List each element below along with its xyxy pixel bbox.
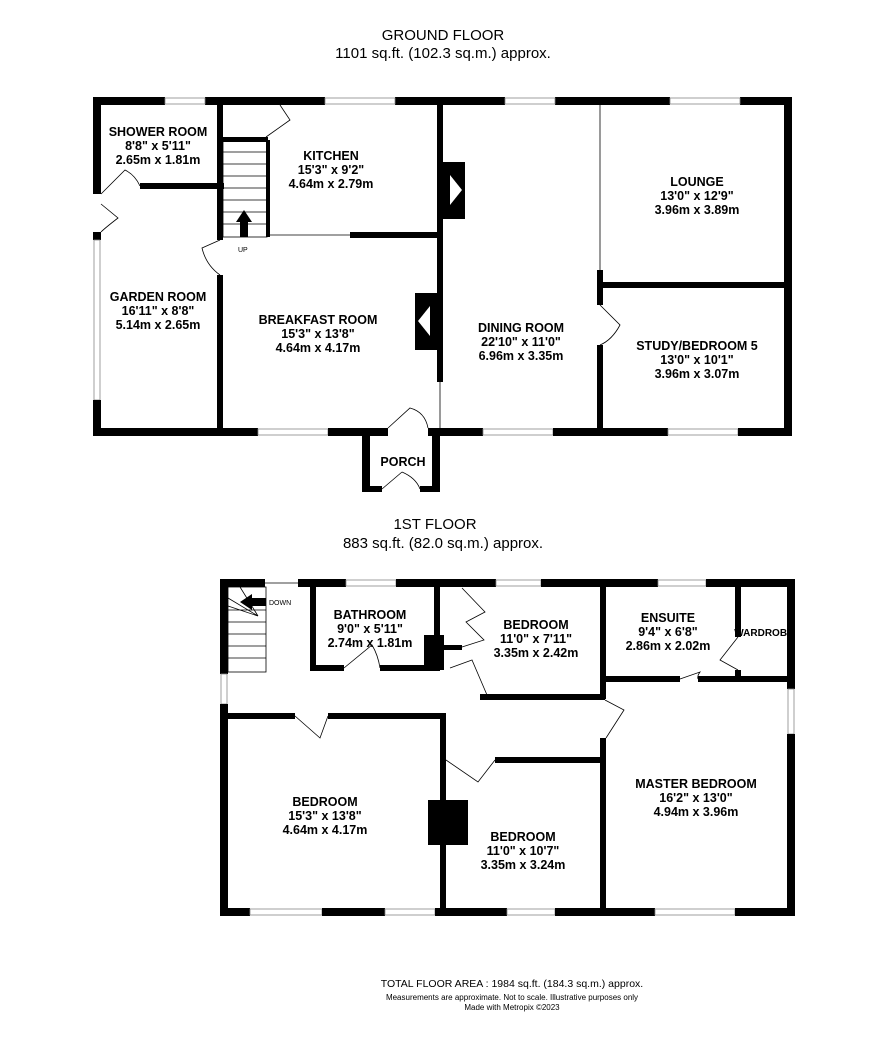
room-name: ENSUITE bbox=[641, 611, 695, 625]
bathroom: BATHROOM 9'0" x 5'11" 2.74m x 1.81m bbox=[328, 608, 413, 650]
ground-floor-plan: UP bbox=[93, 97, 792, 492]
room-size-metric: 4.94m x 3.96m bbox=[654, 805, 739, 819]
garden-room: GARDEN ROOM 16'11" x 8'8" 5.14m x 2.65m bbox=[110, 290, 207, 332]
ground-floor-title: GROUND FLOOR bbox=[382, 27, 505, 44]
stairs: UP bbox=[222, 139, 270, 254]
room-size-imperial: 13'0" x 10'1" bbox=[660, 353, 733, 367]
room-name: GARDEN ROOM bbox=[110, 290, 207, 304]
room-name: BEDROOM bbox=[490, 830, 555, 844]
room-size-imperial: 16'2" x 13'0" bbox=[659, 791, 732, 805]
stairs-down-label: DOWN bbox=[269, 600, 291, 607]
room-size-metric: 2.74m x 1.81m bbox=[328, 636, 413, 650]
room-size-imperial: 8'8" x 5'11" bbox=[125, 139, 191, 153]
wardrobe-label: WARDROBE bbox=[734, 628, 794, 639]
ensuite: ENSUITE 9'4" x 6'8" 2.86m x 2.02m bbox=[626, 611, 711, 653]
room-size-imperial: 11'0" x 10'7" bbox=[487, 844, 560, 858]
bedroom-3: BEDROOM 11'0" x 7'11" 3.35m x 2.42m bbox=[494, 618, 579, 660]
room-name: BEDROOM bbox=[503, 618, 568, 632]
room-name: BEDROOM bbox=[292, 795, 357, 809]
total-floor-area: TOTAL FLOOR AREA : 1984 sq.ft. (184.3 sq… bbox=[381, 978, 643, 990]
room-name: MASTER BEDROOM bbox=[635, 777, 757, 791]
ground-floor-area: 1101 sq.ft. (102.3 sq.m.) approx. bbox=[335, 45, 551, 62]
room-name: LOUNGE bbox=[670, 175, 723, 189]
room-size-imperial: 9'4" x 6'8" bbox=[638, 625, 698, 639]
lounge: LOUNGE 13'0" x 12'9" 3.96m x 3.89m bbox=[655, 175, 740, 217]
room-name: STUDY/BEDROOM 5 bbox=[636, 339, 758, 353]
master-bedroom: MASTER BEDROOM 16'2" x 13'0" 4.94m x 3.9… bbox=[635, 777, 757, 819]
room-name: BREAKFAST ROOM bbox=[259, 313, 378, 327]
room-name: SHOWER ROOM bbox=[109, 125, 208, 139]
study-bedroom-5: STUDY/BEDROOM 5 13'0" x 10'1" 3.96m x 3.… bbox=[636, 339, 758, 381]
room-size-metric: 4.64m x 2.79m bbox=[289, 177, 374, 191]
bedroom-4: BEDROOM 11'0" x 10'7" 3.35m x 3.24m bbox=[481, 830, 566, 872]
room-name: KITCHEN bbox=[303, 149, 359, 163]
room-size-metric: 2.86m x 2.02m bbox=[626, 639, 711, 653]
room-size-imperial: 13'0" x 12'9" bbox=[660, 189, 733, 203]
room-size-metric: 5.14m x 2.65m bbox=[116, 318, 201, 332]
stairs-up-label: UP bbox=[238, 247, 248, 254]
room-size-metric: 6.96m x 3.35m bbox=[479, 349, 564, 363]
first-floor-plan: DOWN bbox=[220, 579, 795, 916]
first-floor-area: 883 sq.ft. (82.0 sq.m.) approx. bbox=[343, 535, 543, 552]
first-floor-title: 1ST FLOOR bbox=[393, 516, 476, 533]
room-size-metric: 2.65m x 1.81m bbox=[116, 153, 201, 167]
breakfast-room: BREAKFAST ROOM 15'3" x 13'8" 4.64m x 4.1… bbox=[259, 313, 378, 355]
room-name: DINING ROOM bbox=[478, 321, 564, 335]
room-size-imperial: 22'10" x 11'0" bbox=[481, 335, 561, 349]
bedroom-1: BEDROOM 15'3" x 13'8" 4.64m x 4.17m bbox=[283, 795, 368, 837]
room-size-imperial: 9'0" x 5'11" bbox=[337, 622, 403, 636]
shower-room: SHOWER ROOM 8'8" x 5'11" 2.65m x 1.81m bbox=[109, 125, 208, 167]
room-size-imperial: 15'3" x 13'8" bbox=[281, 327, 354, 341]
room-size-metric: 3.35m x 2.42m bbox=[494, 646, 579, 660]
room-size-imperial: 16'11" x 8'8" bbox=[122, 304, 195, 318]
room-size-metric: 3.96m x 3.89m bbox=[655, 203, 740, 217]
disclaimer: Measurements are approximate. Not to sca… bbox=[386, 993, 638, 1002]
porch-label: PORCH bbox=[380, 455, 425, 469]
room-size-metric: 4.64m x 4.17m bbox=[283, 823, 368, 837]
room-size-imperial: 11'0" x 7'11" bbox=[500, 632, 572, 646]
room-size-metric: 3.96m x 3.07m bbox=[655, 367, 740, 381]
room-size-metric: 3.35m x 3.24m bbox=[481, 858, 566, 872]
room-name: BATHROOM bbox=[334, 608, 407, 622]
room-size-metric: 4.64m x 4.17m bbox=[276, 341, 361, 355]
kitchen: KITCHEN 15'3" x 9'2" 4.64m x 2.79m bbox=[289, 149, 374, 191]
stairs: DOWN bbox=[227, 586, 291, 673]
room-size-imperial: 15'3" x 9'2" bbox=[298, 163, 365, 177]
credit: Made with Metropix ©2023 bbox=[464, 1003, 560, 1012]
dining-room: DINING ROOM 22'10" x 11'0" 6.96m x 3.35m bbox=[478, 321, 564, 363]
room-size-imperial: 15'3" x 13'8" bbox=[288, 809, 361, 823]
